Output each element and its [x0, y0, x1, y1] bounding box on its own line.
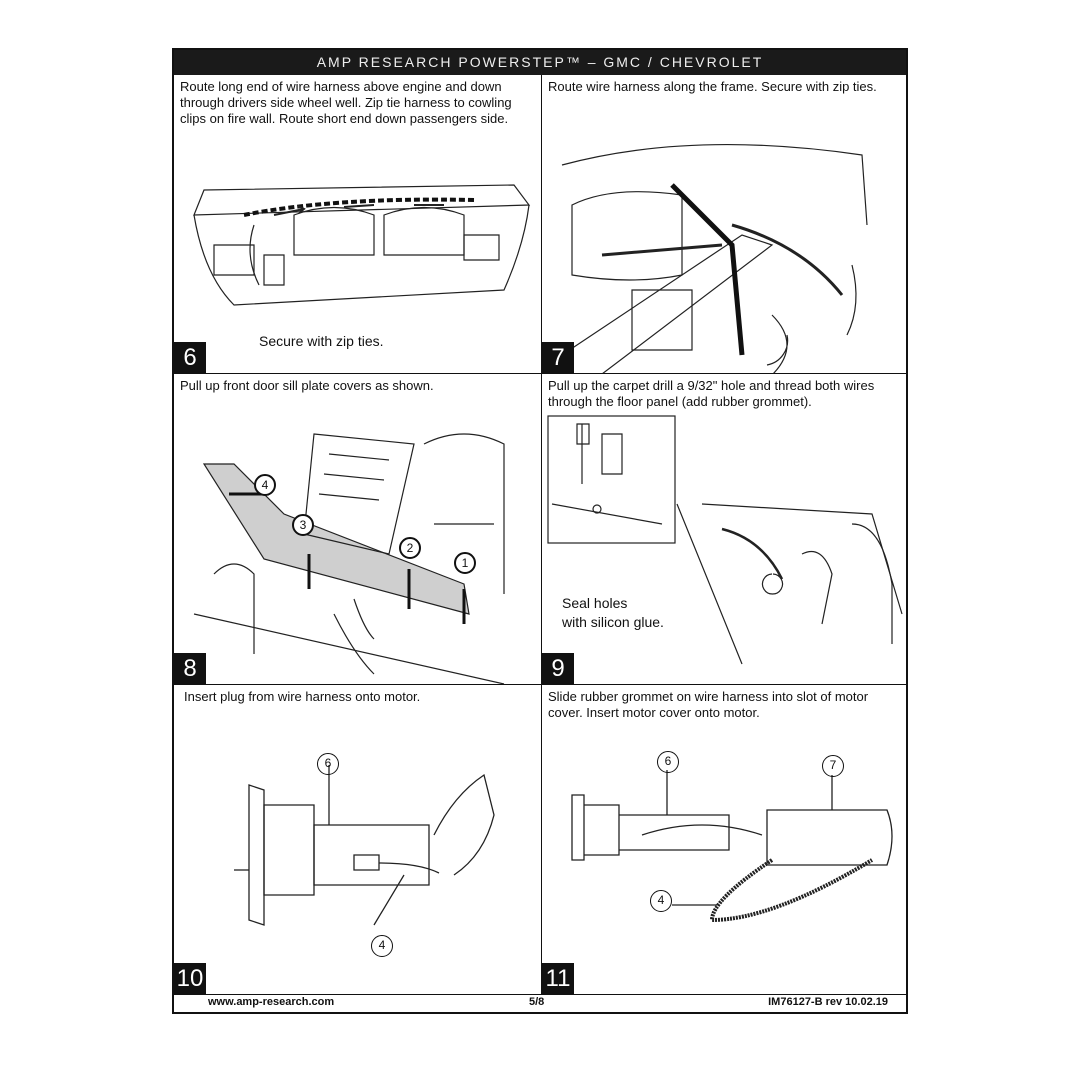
step-7-number: 7	[542, 342, 574, 373]
step-6-number: 6	[174, 342, 206, 373]
sill-plate-illustration	[193, 433, 505, 684]
callout-6: 6	[657, 751, 679, 773]
instruction-page: AMP RESEARCH POWERSTEP™ – GMC / CHEVROLE…	[172, 48, 908, 1014]
footer-doc-id: IM76127-B rev 10.02.19	[768, 996, 888, 1008]
step-7-text: Route wire harness along the frame. Secu…	[548, 79, 877, 94]
step-6-caption: Secure with zip ties.	[259, 333, 384, 349]
motor-cover-illustration	[571, 770, 893, 923]
callout-4: 4	[254, 474, 276, 496]
step-8-text: Pull up front door sill plate covers as …	[180, 378, 434, 393]
callout-3: 3	[292, 514, 314, 536]
callout-2: 2	[399, 537, 421, 559]
caption-line-2: with silicon glue.	[562, 614, 664, 630]
step-8-number: 8	[174, 653, 206, 684]
motor-plug-illustration	[234, 765, 495, 926]
step-10-panel: Insert plug from wire harness onto motor…	[174, 685, 542, 995]
callout-7: 7	[822, 755, 844, 777]
step-9-panel: Pull up the carpet drill a 9/32" hole an…	[542, 374, 908, 685]
callout-6: 6	[317, 753, 339, 775]
callout-4: 4	[371, 935, 393, 957]
step-11-text: Slide rubber grommet on wire harness int…	[548, 689, 869, 720]
step-10-text: Insert plug from wire harness onto motor…	[184, 689, 421, 704]
step-9-text: Pull up the carpet drill a 9/32" hole an…	[548, 378, 875, 409]
page-footer: www.amp-research.com 5/8 IM76127-B rev 1…	[174, 993, 906, 1012]
step-11-panel: Slide rubber grommet on wire harness int…	[542, 685, 908, 995]
step-7-panel: Route wire harness along the frame. Secu…	[542, 75, 908, 374]
step-10-number: 10	[174, 963, 206, 994]
callout-1: 1	[454, 552, 476, 574]
step-8-panel: Pull up front door sill plate covers as …	[174, 374, 542, 685]
step-11-number: 11	[542, 963, 574, 994]
step-9-number: 9	[542, 653, 574, 684]
frame-routing-illustration	[561, 144, 868, 373]
drill-floor-illustration	[547, 415, 903, 665]
engine-bay-illustration	[193, 184, 531, 306]
step-6-text: Route long end of wire harness above eng…	[180, 79, 512, 126]
step-6-panel: Route long end of wire harness above eng…	[174, 75, 542, 374]
step-9-caption: Seal holes with silicon glue.	[562, 594, 664, 632]
page-header: AMP RESEARCH POWERSTEP™ – GMC / CHEVROLE…	[174, 50, 906, 75]
caption-line-1: Seal holes	[562, 595, 628, 611]
footer-website: www.amp-research.com	[208, 996, 335, 1008]
callout-4: 4	[650, 890, 672, 912]
footer-page-number: 5/8	[529, 996, 545, 1008]
